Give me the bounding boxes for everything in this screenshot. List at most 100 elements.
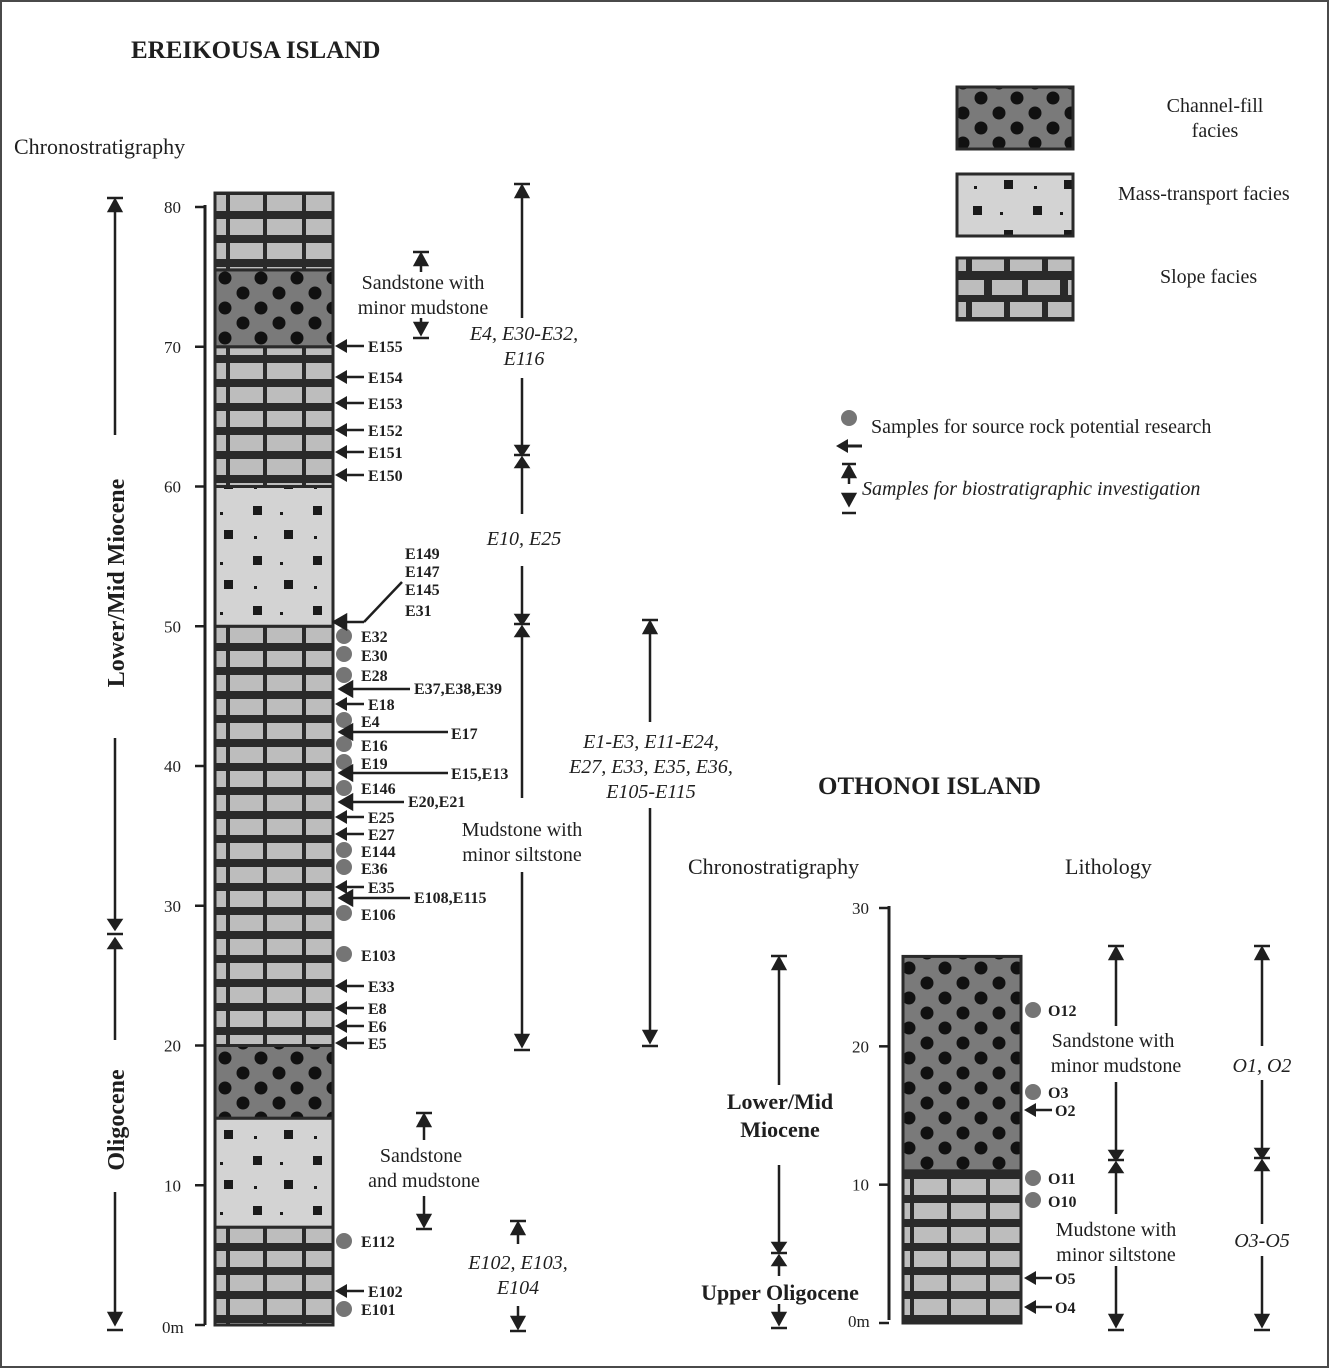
ereikousa-lithology-column <box>213 191 335 1327</box>
ereikousa-bio-d-2: E104 <box>496 1277 539 1299</box>
sample-arrow-head <box>335 979 347 993</box>
sample-dot <box>336 780 352 796</box>
ereikousa-bio-c-2: E27, E33, E35, E36, <box>568 756 733 778</box>
legend-sample-dot-icon <box>841 410 857 426</box>
sample-E5: E5 <box>368 1036 387 1053</box>
sample-E37-E38-E39: E37,E38,E39 <box>414 681 502 698</box>
sample-arrow-head <box>335 1284 347 1298</box>
ereikousa-mass-interval <box>213 1116 335 1229</box>
sample-dot <box>336 667 352 683</box>
ereikousa-bio-a-1: E4, E30-E32, <box>469 323 578 345</box>
othonoi-lith-bot-2: minor siltstone <box>1056 1244 1176 1266</box>
sample-O5: O5 <box>1055 1271 1075 1288</box>
ereikousa-channel-interval <box>213 1044 335 1120</box>
legend-biostrat-range-icon <box>840 462 858 515</box>
sample-E30: E30 <box>361 648 388 665</box>
othonoi-sample-markers <box>1024 1002 1052 1314</box>
othonoi-slope-interval <box>901 1169 1023 1325</box>
sample-dot-O12 <box>1025 1002 1041 1018</box>
ereikousa-epoch-arrows <box>106 196 124 1332</box>
ereikousa-lith-ranges <box>412 250 433 1231</box>
ereikousa-title: EREIKOUSA ISLAND <box>131 37 380 64</box>
sample-dot <box>336 1301 352 1317</box>
sample-arrow-head <box>335 1001 347 1015</box>
sample-arrow-head <box>335 697 347 711</box>
othonoi-lith-top-2: minor mudstone <box>1051 1055 1182 1077</box>
othonoi-scale-tick-label: 30 <box>852 899 869 918</box>
ereikousa-bio-a-2: E116 <box>503 348 545 370</box>
ereikousa-epoch-miocene: Lower/Mid Miocene <box>104 478 130 687</box>
legend-slope-swatch <box>955 256 1075 322</box>
ereikousa-lith-top-2: minor mudstone <box>358 297 489 319</box>
ereikousa-scale-unit-label: 0m <box>162 1318 184 1337</box>
ereikousa-scale-tick-label: 30 <box>164 897 181 916</box>
othonoi-epoch-oligocene: Upper Oligocene <box>701 1280 859 1305</box>
sample-E16: E16 <box>361 738 388 755</box>
legend-channel-label-1: Channel-fill <box>1167 95 1264 117</box>
sample-dot <box>336 859 352 875</box>
sample-E8: E8 <box>368 1001 387 1018</box>
othonoi-chronostratigraphy-heading: Chronostratigraphy <box>688 854 859 879</box>
sample-E144: E144 <box>361 844 396 861</box>
sample-O3: O3 <box>1048 1085 1068 1102</box>
othonoi-lith-ranges <box>1107 944 1271 1332</box>
sample-O4: O4 <box>1055 1300 1075 1317</box>
sample-O11: O11 <box>1048 1171 1076 1188</box>
ereikousa-scale-tick-label: 60 <box>164 478 181 497</box>
ereikousa-lith-mid-2: minor siltstone <box>462 844 582 866</box>
othonoi-epoch-arrows <box>770 954 788 1330</box>
legend-slope-label: Slope facies <box>1160 266 1257 288</box>
sample-E149: E149 <box>405 546 440 563</box>
sample-dot <box>336 736 352 752</box>
othonoi-epoch-miocene-1: Lower/Mid <box>727 1089 833 1114</box>
sample-E25: E25 <box>368 810 395 827</box>
ereikousa-scale-tick-label: 20 <box>164 1037 181 1056</box>
sample-E106: E106 <box>361 907 396 924</box>
sample-E146: E146 <box>361 781 396 798</box>
sample-dot <box>336 628 352 644</box>
legend-channel-swatch <box>955 85 1075 151</box>
sample-dot-O3 <box>1025 1084 1041 1100</box>
sample-arrow-head <box>335 468 347 482</box>
legend-source-rock-label: Samples for source rock potential resear… <box>871 416 1211 438</box>
ereikousa-sample-arrows <box>335 339 364 1298</box>
othonoi-lithology-column <box>901 954 1023 1325</box>
sample-E18: E18 <box>368 697 395 714</box>
ereikousa-bio-c-3: E105-E115 <box>605 781 696 803</box>
othonoi-epoch-miocene-2: Miocene <box>740 1117 820 1142</box>
sample-E101: E101 <box>361 1302 396 1319</box>
sample-O2: O2 <box>1055 1103 1075 1120</box>
ereikousa-channel-interval <box>213 268 335 349</box>
sample-E19: E19 <box>361 756 388 773</box>
sample-E4: E4 <box>361 714 380 731</box>
sample-arrow-head <box>335 827 347 841</box>
ereikousa-slope-interval <box>213 191 335 272</box>
ereikousa-scale-tick-label: 40 <box>164 757 181 776</box>
othonoi-channel-interval <box>901 954 1023 1173</box>
sample-E15-E13: E15,E13 <box>451 766 508 783</box>
ereikousa-epoch-oligocene: Oligocene <box>104 1069 130 1171</box>
ereikousa-lith-mid-1: Mudstone with <box>462 819 583 841</box>
sample-E103: E103 <box>361 948 396 965</box>
sample-arrow-head <box>335 370 347 384</box>
ereikousa-mass-interval <box>213 485 335 628</box>
sample-E33: E33 <box>368 979 395 996</box>
sample-arrow-head <box>335 445 347 459</box>
sample-dot-O11 <box>1025 1170 1041 1186</box>
sample-E112: E112 <box>361 1234 395 1251</box>
ereikousa-scale-tick-label: 50 <box>164 617 181 636</box>
legend-mass-swatch <box>955 172 1075 238</box>
sample-dot <box>336 712 352 728</box>
legend-channel-label-2: facies <box>1192 120 1239 142</box>
ereikousa-sample-dots <box>336 628 352 1317</box>
sample-E6: E6 <box>368 1019 387 1036</box>
sample-E27: E27 <box>368 827 395 844</box>
sample-E36: E36 <box>361 861 388 878</box>
sample-dot <box>336 1233 352 1249</box>
othonoi-title: OTHONOI ISLAND <box>818 773 1041 800</box>
sample-O10: O10 <box>1048 1194 1076 1211</box>
sample-E147: E147 <box>405 564 440 581</box>
